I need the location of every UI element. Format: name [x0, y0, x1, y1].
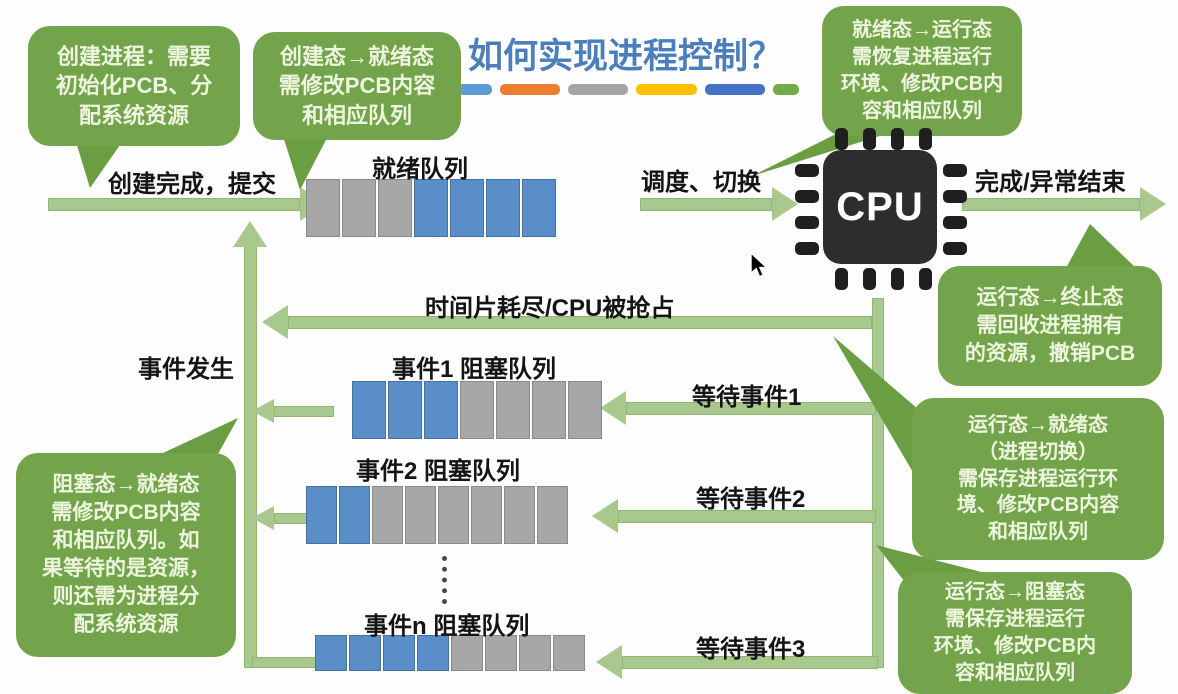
- running-terminated-bubble-tail: [1066, 224, 1136, 268]
- mouse-cursor: [750, 252, 769, 278]
- cpu-down-line: [872, 298, 884, 668]
- label-wait-event1: 等待事件1: [692, 384, 802, 411]
- gray-process-block: [378, 179, 412, 237]
- gray-process-block: [504, 486, 535, 544]
- gray-process-block: [519, 635, 551, 671]
- divider-dash: [705, 84, 765, 95]
- bubble-create-process: 创建进程：需要 初始化PCB、分 配系统资源: [28, 26, 240, 146]
- label-wait-event3: 等待事件3: [696, 636, 806, 663]
- gray-process-block: [532, 381, 566, 439]
- blue-process-block: [417, 635, 449, 671]
- label-event1-queue: 事件1 阻塞队列: [392, 356, 557, 383]
- label-wait-event2: 等待事件2: [696, 486, 806, 513]
- event1-blocked-queue: [352, 381, 602, 439]
- blue-process-block: [383, 635, 415, 671]
- eventn-blocked-queue: [315, 635, 585, 671]
- label-ready-queue: 就绪队列: [372, 156, 468, 183]
- gray-process-block: [553, 635, 585, 671]
- blue-process-block: [486, 179, 520, 237]
- blue-process-block: [424, 381, 458, 439]
- blue-process-block: [352, 381, 386, 439]
- gray-process-block: [471, 486, 502, 544]
- gray-process-block: [537, 486, 568, 544]
- blue-process-block: [450, 179, 484, 237]
- gray-process-block: [372, 486, 403, 544]
- label-dispatch: 调度、切换: [641, 169, 761, 196]
- gray-process-block: [342, 179, 376, 237]
- bubble-running-to-blocked: 运行态→阻塞态 需保存进程运行 环境、修改PCB内 容和相应队列: [898, 572, 1132, 694]
- gray-process-block: [485, 635, 517, 671]
- bubble-create-to-ready: 创建态→就绪态 需修改PCB内容 和相应队列: [253, 32, 461, 140]
- label-submit: 创建完成，提交: [108, 171, 276, 198]
- blue-process-block: [315, 635, 347, 671]
- cpu-chip-icon: CPU: [795, 128, 967, 294]
- page-title: 如何实现进程控制？: [468, 37, 784, 76]
- blue-process-block: [339, 486, 370, 544]
- divider-dash: [773, 84, 799, 95]
- divider-dash: [500, 84, 560, 95]
- bubble-running-to-ready: 运行态→就绪态 （进程切换） 需保存进程运行环 境、修改PCB内容 和相应队列: [912, 398, 1164, 560]
- bubble-running-to-terminated: 运行态→终止态 需回收进程拥有 的资源，撤销PCB: [938, 266, 1162, 386]
- gray-process-block: [496, 381, 530, 439]
- ready-queue: [306, 179, 556, 237]
- event2-blocked-queue: [306, 486, 568, 544]
- divider-dash: [568, 84, 628, 95]
- divider-dash: [458, 84, 492, 95]
- blue-process-block: [349, 635, 381, 671]
- bubble-ready-to-running: 就绪态→运行态 需恢复进程运行 环境、修改PCB内 容和相应队列: [822, 6, 1022, 136]
- label-eventn-queue: 事件n 阻塞队列: [364, 613, 530, 640]
- label-preempt: 时间片耗尽/CPU被抢占: [425, 295, 675, 322]
- blue-process-block: [414, 179, 448, 237]
- gray-process-block: [405, 486, 436, 544]
- blue-process-block: [522, 179, 556, 237]
- gray-process-block: [460, 381, 494, 439]
- cpu-label: CPU: [836, 184, 924, 229]
- queues-ellipsis: [442, 556, 447, 604]
- label-event-occurred: 事件发生: [138, 356, 234, 383]
- gray-process-block: [306, 179, 340, 237]
- divider-dashes: [458, 84, 799, 95]
- gray-process-block: [568, 381, 602, 439]
- gray-process-block: [451, 635, 483, 671]
- label-event2-queue: 事件2 阻塞队列: [356, 458, 521, 485]
- gray-process-block: [438, 486, 469, 544]
- bottom-left-elbow: [252, 657, 318, 668]
- label-finish: 完成/异常结束: [975, 169, 1126, 196]
- bubble-blocked-to-ready: 阻塞态→就绪态 需修改PCB内容 和相应队列。如 果等待的是资源， 则还需为进程…: [16, 453, 236, 657]
- divider-dash: [636, 84, 697, 95]
- blue-process-block: [306, 486, 337, 544]
- blue-process-block: [388, 381, 422, 439]
